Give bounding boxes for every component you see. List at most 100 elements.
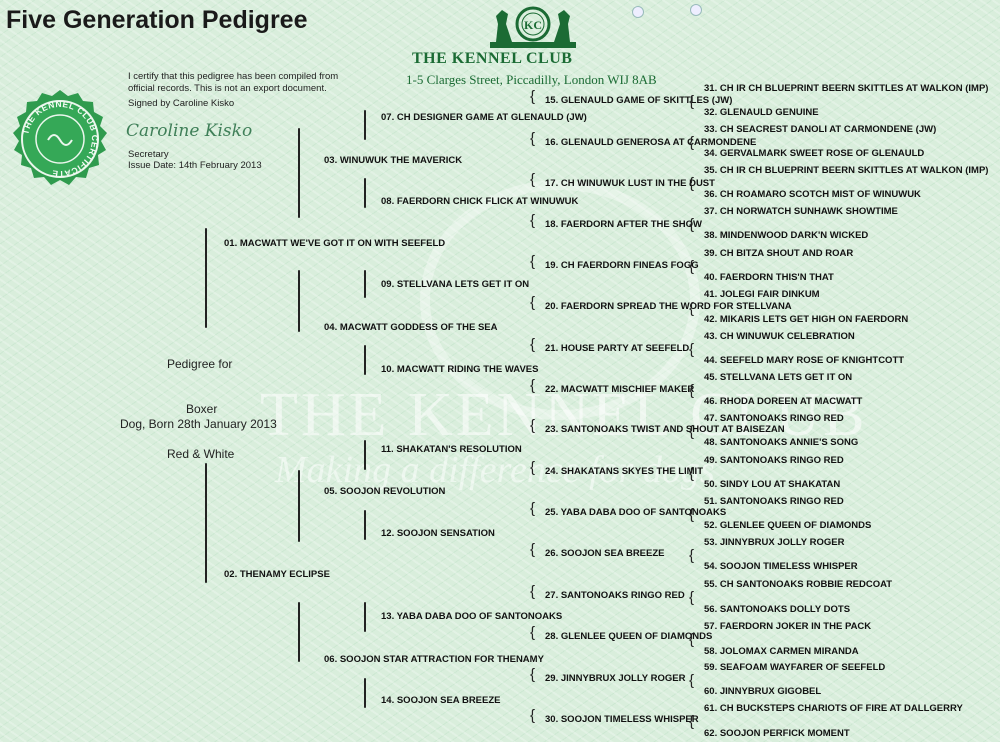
great-grandparent: 14. SOOJON SEA BREEZE (381, 695, 501, 706)
brace-icon: { (689, 631, 695, 648)
brace-icon: { (530, 459, 536, 476)
bracket-line (364, 345, 366, 375)
grandparent: 06. SOOJON STAR ATTRACTION FOR THENAMY (324, 654, 544, 665)
great-grandparent: 13. YABA DABA DOO OF SANTONOAKS (381, 611, 563, 622)
brace-icon: { (689, 506, 695, 523)
brace-icon: { (530, 583, 536, 600)
gen4-ancestor: 28. GLENLEE QUEEN OF DIAMONDS (545, 631, 713, 642)
gen5-ancestor: 56. SANTONOAKS DOLLY DOTS (704, 604, 851, 615)
gen5-ancestor: 44. SEEFELD MARY ROSE OF KNIGHTCOTT (704, 355, 905, 366)
brace-icon: { (530, 212, 536, 229)
club-name: THE KENNEL CLUB (412, 50, 573, 67)
club-address: 1-5 Clarges Street, Piccadilly, London W… (406, 72, 657, 87)
brace-icon: { (530, 253, 536, 270)
great-grandparent: 08. FAERDORN CHICK FLICK AT WINUWUK (381, 196, 579, 207)
bracket-line (364, 510, 366, 540)
brace-icon: { (689, 672, 695, 689)
gen5-ancestor: 61. CH BUCKSTEPS CHARIOTS OF FIRE AT DAL… (704, 703, 963, 714)
brace-icon: { (689, 713, 695, 730)
brace-icon: { (689, 382, 695, 399)
brace-icon: { (530, 171, 536, 188)
grandparent: 03. WINUWUK THE MAVERICK (324, 155, 463, 166)
brace-icon: { (689, 547, 695, 564)
colour: Red & White (167, 447, 235, 461)
bracket-line (205, 228, 207, 328)
gen5-ancestor: 58. JOLOMAX CARMEN MIRANDA (704, 646, 859, 657)
brace-icon: { (689, 423, 695, 440)
gen5-ancestor: 54. SOOJON TIMELESS WHISPER (704, 561, 858, 572)
gen5-ancestor: 52. GLENLEE QUEEN OF DIAMONDS (704, 520, 872, 531)
bracket-line (364, 678, 366, 708)
brace-icon: { (530, 130, 536, 147)
great-grandparent: 07. CH DESIGNER GAME AT GLENAULD (JW) (381, 112, 587, 123)
gen4-ancestor: 24. SHAKATANS SKYES THE LIMIT (545, 466, 703, 477)
brace-icon: { (530, 500, 536, 517)
bracket-line (364, 178, 366, 208)
gen4-ancestor: 23. SANTONOAKS TWIST AND SHOUT AT BAISEZ… (545, 424, 785, 435)
gen4-ancestor: 20. FAERDORN SPREAD THE WORD FOR STELLVA… (545, 301, 792, 312)
gen4-ancestor: 16. GLENAULD GENEROSA AT CARMONDENE (545, 137, 757, 148)
brace-icon: { (530, 88, 536, 105)
gen5-ancestor: 48. SANTONOAKS ANNIE'S SONG (704, 437, 859, 448)
bracket-line (298, 602, 300, 662)
brace-icon: { (530, 294, 536, 311)
gen5-ancestor: 41. JOLEGI FAIR DINKUM (704, 289, 820, 300)
gen5-ancestor: 39. CH BITZA SHOUT AND ROAR (704, 248, 854, 259)
brace-icon: { (530, 707, 536, 724)
great-grandparent: 09. STELLVANA LETS GET IT ON (381, 279, 530, 290)
gen5-ancestor: 33. CH SEACREST DANOLI AT CARMONDENE (JW… (704, 124, 937, 135)
gen5-ancestor: 31. CH IR CH BLUEPRINT BEERN SKITTLES AT… (704, 83, 989, 94)
brace-icon: { (530, 336, 536, 353)
gen5-ancestor: 62. SOOJON PERFICK MOMENT (704, 728, 850, 739)
gen4-ancestor: 30. SOOJON TIMELESS WHISPER (545, 714, 699, 725)
brace-icon: { (689, 300, 695, 317)
gen5-ancestor: 57. FAERDORN JOKER IN THE PACK (704, 621, 872, 632)
gen4-ancestor: 21. HOUSE PARTY AT SEEFELD (545, 343, 690, 354)
brace-icon: { (689, 93, 695, 110)
brace-icon: { (689, 341, 695, 358)
gen5-ancestor: 34. GERVALMARK SWEET ROSE OF GLENAULD (704, 148, 925, 159)
gen4-ancestor: 27. SANTONOAKS RINGO RED (545, 590, 685, 601)
brace-icon: { (689, 465, 695, 482)
watermark-text: THE KENNEL CLUB (260, 381, 868, 449)
great-grandparent: 12. SOOJON SENSATION (381, 528, 495, 539)
gen5-ancestor: 35. CH IR CH BLUEPRINT BEERN SKITTLES AT… (704, 165, 989, 176)
bracket-line (364, 440, 366, 470)
gen4-ancestor: 17. CH WINUWUK LUST IN THE DUST (545, 178, 715, 189)
gen5-ancestor: 59. SEAFOAM WAYFARER OF SEEFELD (704, 662, 886, 673)
brace-icon: { (530, 624, 536, 641)
brace-icon: { (689, 134, 695, 151)
brace-icon: { (689, 216, 695, 233)
bracket-line (298, 270, 300, 332)
brace-icon: { (530, 666, 536, 683)
certification-statement: I certify that this pedigree has been co… (128, 71, 339, 94)
grandparent: 05. SOOJON REVOLUTION (324, 486, 446, 497)
signer-role: Secretary (128, 149, 169, 160)
bracket-line (364, 602, 366, 632)
logo-initials: KC (524, 18, 542, 32)
breed: Boxer (186, 402, 218, 416)
gen5-ancestor: 50. SINDY LOU AT SHAKATAN (704, 479, 841, 490)
page-title: Five Generation Pedigree (6, 6, 308, 34)
grandparent: 04. MACWATT GODDESS OF THE SEA (324, 322, 498, 333)
great-grandparent: 11. SHAKATAN'S RESOLUTION (381, 444, 522, 455)
bracket-line (364, 110, 366, 140)
bracket-line (205, 463, 207, 583)
brace-icon: { (530, 541, 536, 558)
gen4-ancestor: 19. CH FAERDORN FINEAS FOGG (545, 260, 699, 271)
gen5-ancestor: 49. SANTONOAKS RINGO RED (704, 455, 844, 466)
sire: 01. MACWATT WE'VE GOT IT ON WITH SEEFELD (224, 238, 446, 249)
watermark-emblem (420, 180, 700, 420)
gen5-ancestor: 38. MINDENWOOD DARK'N WICKED (704, 230, 869, 241)
kennel-club-logo-icon: KC (490, 6, 576, 48)
signed-by: Signed by Caroline Kisko (128, 98, 235, 109)
gen5-ancestor: 42. MIKARIS LETS GET HIGH ON FAERDORN (704, 314, 909, 325)
gen4-ancestor: 18. FAERDORN AFTER THE SHOW (545, 219, 702, 230)
gen4-ancestor: 15. GLENAULD GAME OF SKITTLES (JW) (545, 95, 733, 106)
pedigree-heading: Pedigree for (167, 357, 233, 371)
gen5-ancestor: 37. CH NORWATCH SUNHAWK SHOWTIME (704, 206, 898, 217)
gen5-ancestor: 36. CH ROAMARO SCOTCH MIST OF WINUWUK (704, 189, 921, 200)
gen4-ancestor: 29. JINNYBRUX JOLLY ROGER (545, 673, 686, 684)
brace-icon: { (689, 589, 695, 606)
bracket-line (364, 270, 366, 298)
